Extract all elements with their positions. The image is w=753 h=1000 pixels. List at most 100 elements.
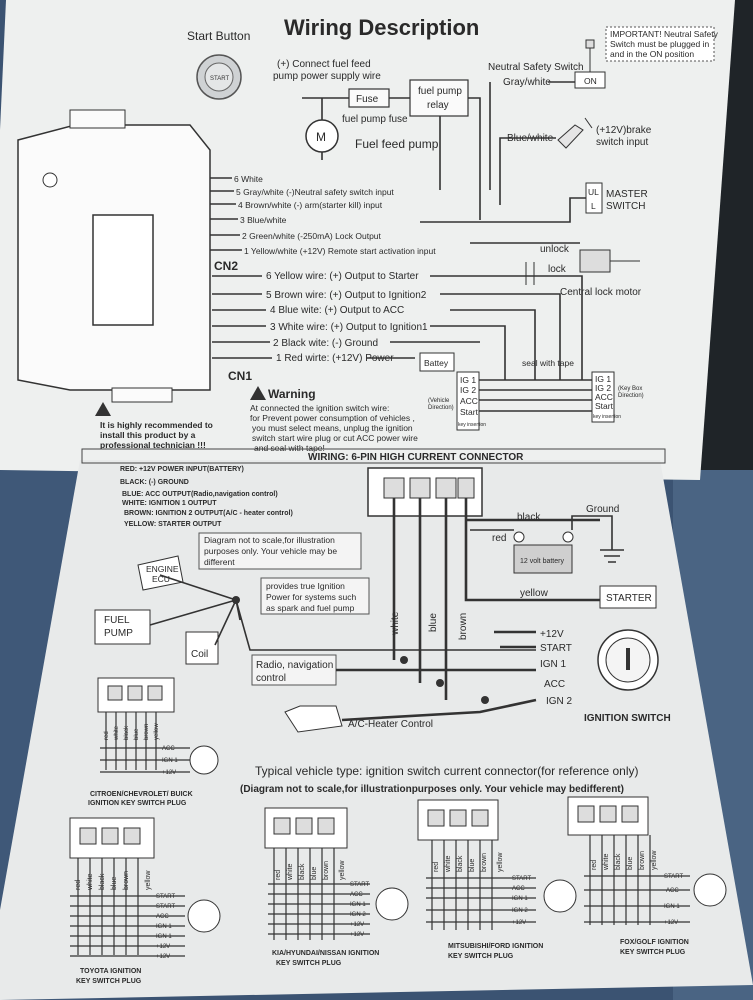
pos-ign1: IGN 1 (540, 659, 567, 670)
plug-toyota-name-1: TOYOTA IGNITION (80, 968, 141, 975)
svg-text:ACC: ACC (156, 914, 169, 920)
warning-text-2: for Prevent power consumption of vehicle… (250, 413, 415, 423)
svg-text:IGN 1: IGN 1 (156, 934, 172, 940)
svg-text:red: red (433, 862, 440, 872)
master-ul: UL (588, 187, 599, 197)
svg-text:+12V: +12V (350, 932, 364, 938)
plug-kia-lines: START ACC IGN 1 IGN 2 +12V +12V (350, 882, 369, 938)
on-label: ON (584, 76, 597, 86)
svg-text:blue: blue (627, 857, 634, 870)
not-to-scale-3: different (204, 557, 235, 567)
typical-vehicle-title: Typical vehicle type: ignition switch cu… (255, 764, 639, 778)
svg-text:IG 2: IG 2 (595, 383, 611, 393)
bottom-header: WIRING: 6-PIN HIGH CURRENT CONNECTOR (308, 452, 524, 463)
neutral-switch-label: Neutral Safety Switch (488, 62, 584, 73)
plug-mitsubishi (417, 799, 577, 930)
svg-text:IGN 1: IGN 1 (664, 904, 680, 910)
svg-text:Start: Start (595, 401, 614, 411)
warning-text-5: and seal with tape! (254, 443, 325, 453)
svg-text:white: white (287, 864, 294, 881)
svg-text:+12V: +12V (664, 920, 678, 926)
pos-ign2: IGN 2 (546, 696, 573, 707)
radio-2: control (256, 673, 286, 684)
svg-text:yellow: yellow (339, 860, 346, 880)
plug-citroen-wires: red white black blue brown yellow (104, 723, 160, 741)
coil-label: Coil (191, 649, 208, 660)
warning-text-1: At connected the ignition switch wire: (250, 403, 389, 413)
svg-text:IGN 1: IGN 1 (350, 902, 366, 908)
svg-text:RED: +12V POWER INPUT(BATTERY): RED: +12V POWER INPUT(BATTERY) (120, 466, 244, 473)
master-label-2: SWITCH (606, 201, 645, 212)
important-note-3: and in the ON position (610, 49, 694, 59)
pos-12v: +12V (540, 629, 564, 640)
fuel-pump-fuse-label: fuel pump fuse (342, 114, 408, 125)
svg-text:Start: Start (460, 407, 479, 417)
svg-text:yellow: yellow (497, 852, 504, 872)
junction-dot (481, 696, 489, 704)
svg-text:white: white (445, 856, 452, 873)
plug-mitsubishi-name-2: KEY SWITCH PLUG (448, 953, 514, 960)
svg-text:black: black (615, 853, 622, 870)
plug-toyota (69, 817, 221, 957)
bottom-header-box (81, 448, 666, 464)
svg-text:+12V: +12V (156, 944, 170, 950)
svg-text:yellow: yellow (154, 723, 160, 740)
plug-toyota-wires: red white black blue brown yellow (75, 870, 152, 891)
svg-text:IG 2: IG 2 (460, 385, 476, 395)
fuel-feed-note-1: (+) Connect fuel feed (277, 59, 371, 70)
junction-dot (232, 596, 240, 604)
radio-1: Radio, navigation (256, 660, 333, 671)
coil-icon (185, 631, 219, 665)
svg-text:YELLOW: STARTER OUTPUT: YELLOW: STARTER OUTPUT (124, 521, 222, 528)
cn1-wire-4: 4 Blue wite: (+) Output to ACC (270, 305, 404, 316)
recommend-1: It is highly recommended to (100, 420, 213, 430)
plug-fox-lines: START ACC IGN 1 +12V (664, 874, 683, 926)
starter-icon (599, 585, 657, 609)
warning-title: Warning (268, 387, 316, 401)
hc-connector (367, 467, 483, 517)
svg-text:white: white (87, 874, 94, 891)
brake-pedal-icon (557, 117, 593, 149)
central-lock-label: Central lock motor (560, 287, 642, 298)
svg-text:white: white (603, 854, 610, 871)
svg-text:BROWN: IGNITION 2 OUTPUT(A/C -: BROWN: IGNITION 2 OUTPUT(A/C - heater co… (124, 510, 293, 517)
important-note-1: IMPORTANT! Neutral Safety (610, 29, 719, 39)
svg-text:red: red (591, 860, 598, 870)
svg-text:ACC: ACC (666, 888, 679, 894)
brake-label-1: (+12V)brake (596, 125, 652, 136)
plug-fox-name-1: FOX/GOLF IGNITION (620, 939, 689, 946)
svg-text:blue: blue (469, 859, 476, 872)
plug-citroen-name-1: CITROEN/CHEVROLET/ BUICK (90, 791, 193, 798)
relay-label-2: relay (427, 100, 449, 111)
battery-icon (419, 352, 455, 372)
svg-text:IGN 1: IGN 1 (512, 896, 528, 902)
svg-text:ACC: ACC (350, 892, 363, 898)
cn1-wire-5: 5 Brown wire: (+) Output to Ignition2 (266, 290, 427, 301)
relay-label-1: fuel pump (418, 86, 462, 97)
cn1-wire-list: 6 Yellow wire: (+) Output to Starter 5 B… (266, 271, 428, 364)
svg-text:START: START (156, 904, 175, 910)
red-label: red (492, 533, 506, 544)
cn1-label: CN1 (228, 369, 252, 383)
svg-text:black: black (457, 855, 464, 872)
color-legend: RED: +12V POWER INPUT(BATTERY) BLACK: (-… (120, 466, 293, 528)
fuel-feed-note-2: pump power supply wire (273, 71, 381, 82)
brown-wire-label: brown (458, 613, 469, 640)
battery-12v-icon (513, 531, 574, 574)
ignition-switch-label: IGNITION SWITCH (584, 713, 671, 724)
plug-mitsubishi-wires: red white black blue brown yellow (433, 852, 504, 873)
svg-text:red: red (104, 731, 110, 740)
important-note-2: Switch must be plugged in (610, 39, 709, 49)
true-ignition-2: Power for systems such (266, 592, 356, 602)
svg-text:IG 1: IG 1 (595, 374, 611, 384)
fuel-pump-2: PUMP (104, 628, 133, 639)
svg-text:+12V: +12V (156, 954, 170, 960)
svg-text:BLACK: (-) GROUND: BLACK: (-) GROUND (120, 479, 189, 486)
cn1-wire-2: 2 Black wite: (-) Ground (273, 338, 378, 349)
svg-text:yellow: yellow (651, 850, 658, 870)
fuel-pump-1: FUEL (104, 615, 130, 626)
svg-text:key insertion: key insertion (593, 414, 621, 420)
svg-text:ACC: ACC (595, 392, 613, 402)
plug-toyota-lines: START START ACC IGN 1 IGN 1 +12V +12V (156, 894, 175, 960)
